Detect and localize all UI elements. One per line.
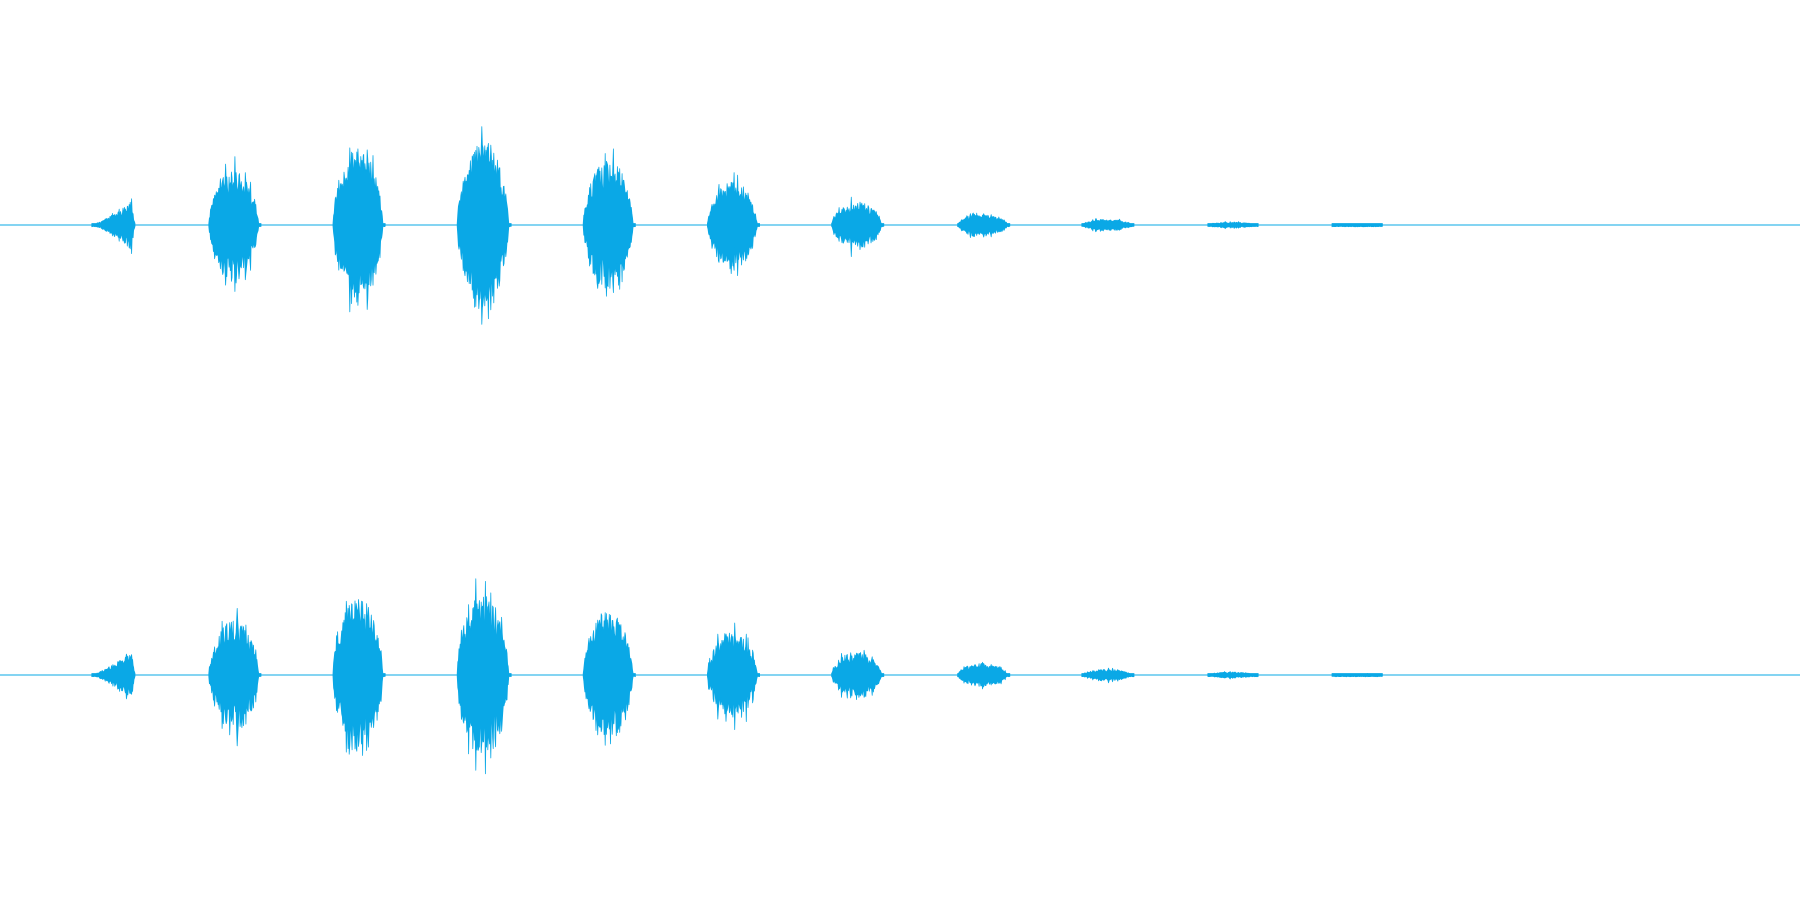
channel-2-burst-4 xyxy=(456,578,512,775)
channel-1 xyxy=(0,126,1800,325)
channel-2-burst-5 xyxy=(582,612,636,746)
channel-1-burst-10 xyxy=(1207,221,1259,230)
channel-1-burst-9 xyxy=(1081,218,1135,233)
channel-1-burst-1 xyxy=(91,198,136,254)
channel-1-burst-7 xyxy=(831,196,885,257)
channel-2-burst-9 xyxy=(1081,667,1135,684)
channel-2-burst-6 xyxy=(707,622,760,730)
channel-2-burst-1 xyxy=(91,653,136,700)
channel-1-burst-8 xyxy=(957,212,1011,238)
channel-2-burst-2 xyxy=(208,608,262,747)
channel-2-burst-8 xyxy=(957,661,1011,690)
channel-2-burst-7 xyxy=(831,649,885,700)
channel-1-burst-5 xyxy=(582,148,636,297)
channel-1-burst-6 xyxy=(707,172,760,276)
channel-2-burst-11 xyxy=(1331,673,1383,678)
channel-1-burst-4 xyxy=(456,126,512,325)
channel-2-burst-10 xyxy=(1207,671,1259,680)
channel-2-burst-3 xyxy=(332,599,386,756)
channel-1-burst-2 xyxy=(208,156,262,292)
channel-2 xyxy=(0,578,1800,775)
channel-1-burst-3 xyxy=(332,147,386,313)
channel-1-burst-11 xyxy=(1331,223,1383,228)
